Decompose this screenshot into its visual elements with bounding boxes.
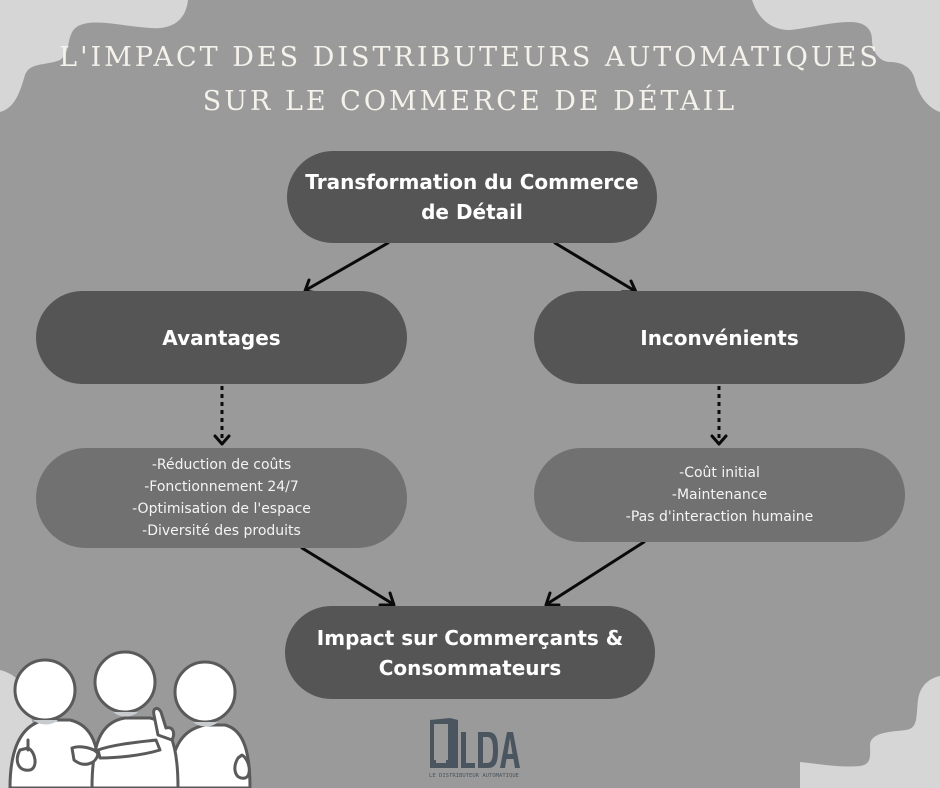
node-advantages: Avantages — [36, 291, 407, 384]
arrow-root-to-advantages — [303, 241, 390, 295]
advantage-item: -Optimisation de l'espace — [132, 501, 311, 517]
title-line-1: L'IMPACT DES DISTRIBUTEURS AUTOMATIQUES — [59, 42, 881, 73]
corner-blob-bottom-right — [800, 676, 940, 788]
corner-blob-top-left — [0, 0, 188, 112]
node-disadvantages: Inconvénients — [534, 291, 905, 384]
arrow-root-to-disadvantages — [553, 241, 638, 294]
node-disadvantages-list: -Coût initial -Maintenance -Pas d'intera… — [534, 448, 905, 542]
node-root-line-1: Transformation du Commerce — [305, 170, 639, 194]
node-impact: Impact sur Commerçants & Consommateurs — [285, 606, 655, 699]
disadvantage-item: -Pas d'interaction humaine — [625, 509, 814, 525]
node-disadvantages-label: Inconvénients — [640, 325, 799, 350]
dotted-arrow-advantages-to-list — [213, 386, 231, 446]
lda-logo: LE DISTRIBUTEUR AUTOMATIQUE — [429, 718, 520, 779]
people-illustration — [8, 650, 252, 788]
infographic-title: L'IMPACT DES DISTRIBUTEURS AUTOMATIQUES … — [0, 36, 940, 124]
node-advantages-label: Avantages — [162, 325, 281, 350]
advantage-item: -Diversité des produits — [142, 523, 301, 539]
arrow-disadvantages-list-to-impact — [544, 540, 646, 607]
corner-blob-top-right — [752, 0, 940, 112]
node-impact-line-2: Consommateurs — [378, 655, 562, 680]
node-root-transformation: Transformation du Commerce de Détail — [287, 151, 657, 243]
node-advantages-list: -Réduction de coûts -Fonctionnement 24/7… — [36, 448, 407, 548]
disadvantage-item: -Maintenance — [671, 487, 768, 503]
node-impact-line-1: Impact sur Commerçants & — [316, 625, 624, 650]
arrow-advantages-list-to-impact — [300, 546, 396, 607]
title-line-2: SUR LE COMMERCE DE DÉTAIL — [202, 86, 738, 117]
advantage-item: -Fonctionnement 24/7 — [144, 479, 299, 495]
disadvantage-item: -Coût initial — [679, 465, 760, 481]
node-root-line-2: de Détail — [421, 200, 523, 224]
dotted-arrow-disadvantages-to-list — [710, 386, 728, 446]
advantage-item: -Réduction de coûts — [151, 457, 292, 473]
logo-tagline: LE DISTRIBUTEUR AUTOMATIQUE — [429, 773, 520, 779]
